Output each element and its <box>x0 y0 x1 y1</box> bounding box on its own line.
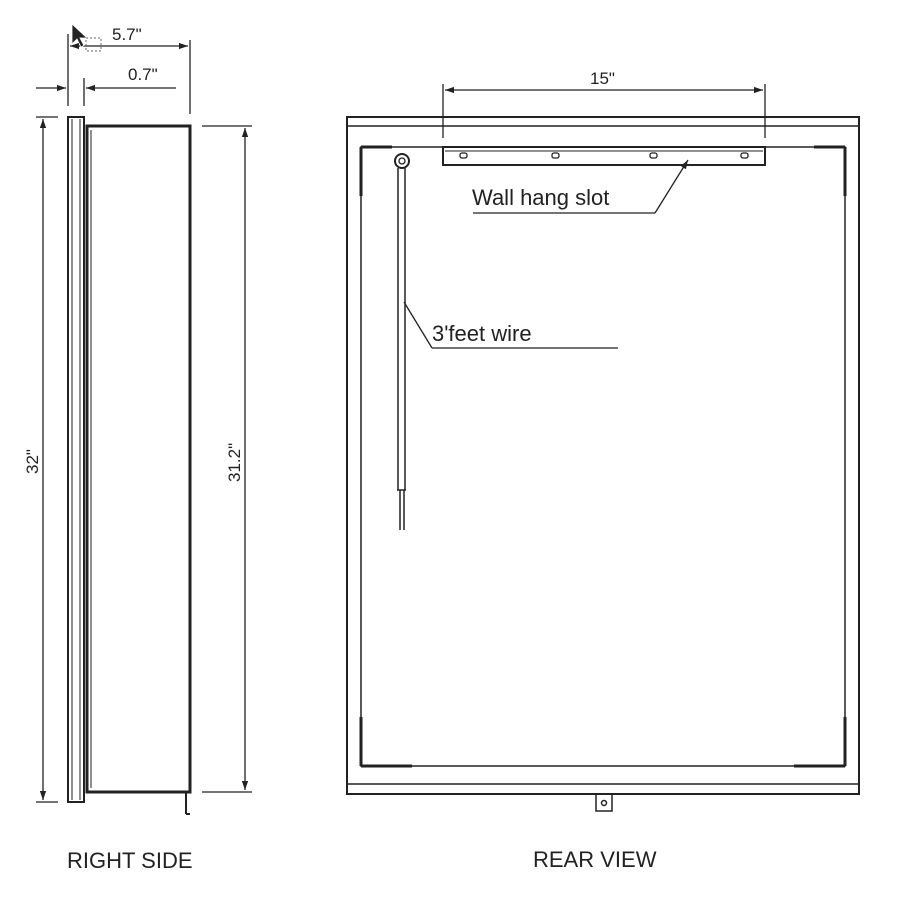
height-dimension-label: 32" <box>23 449 42 474</box>
rear-frame <box>346 116 860 795</box>
bottom-tab <box>595 793 613 812</box>
depth-dimension-label: 5.7" <box>112 25 142 44</box>
body-height-dimension <box>202 125 252 793</box>
wall-hang-slot-label: Wall hang slot <box>472 185 609 210</box>
right-side-caption: RIGHT SIDE <box>67 848 193 873</box>
depth-dimension <box>67 34 191 114</box>
thickness-dimension-label: 0.7" <box>128 65 158 84</box>
wall-hang-slot-leader <box>473 159 689 214</box>
height-dimension <box>36 116 58 803</box>
mirror-panel <box>67 116 85 803</box>
rear-view-caption: REAR VIEW <box>533 847 657 872</box>
power-wire <box>394 153 410 530</box>
wall-hang-slot-bracket <box>442 146 766 166</box>
right-side-view: 5.7" 0.7" 32" 31.2" RIGHT SIDE <box>23 25 252 873</box>
thickness-dimension <box>36 78 176 106</box>
rear-view: 15" Wall hang slot 3'feet wire REAR VIEW <box>346 69 860 872</box>
slot-width-dimension <box>442 84 766 138</box>
slot-width-label: 15" <box>590 69 615 88</box>
cabinet-body-side <box>85 124 192 815</box>
cursor-arrow-icon <box>71 23 102 52</box>
wire-label: 3'feet wire <box>432 321 532 346</box>
wire-leader <box>403 301 618 349</box>
body-height-dimension-label: 31.2" <box>225 443 244 482</box>
